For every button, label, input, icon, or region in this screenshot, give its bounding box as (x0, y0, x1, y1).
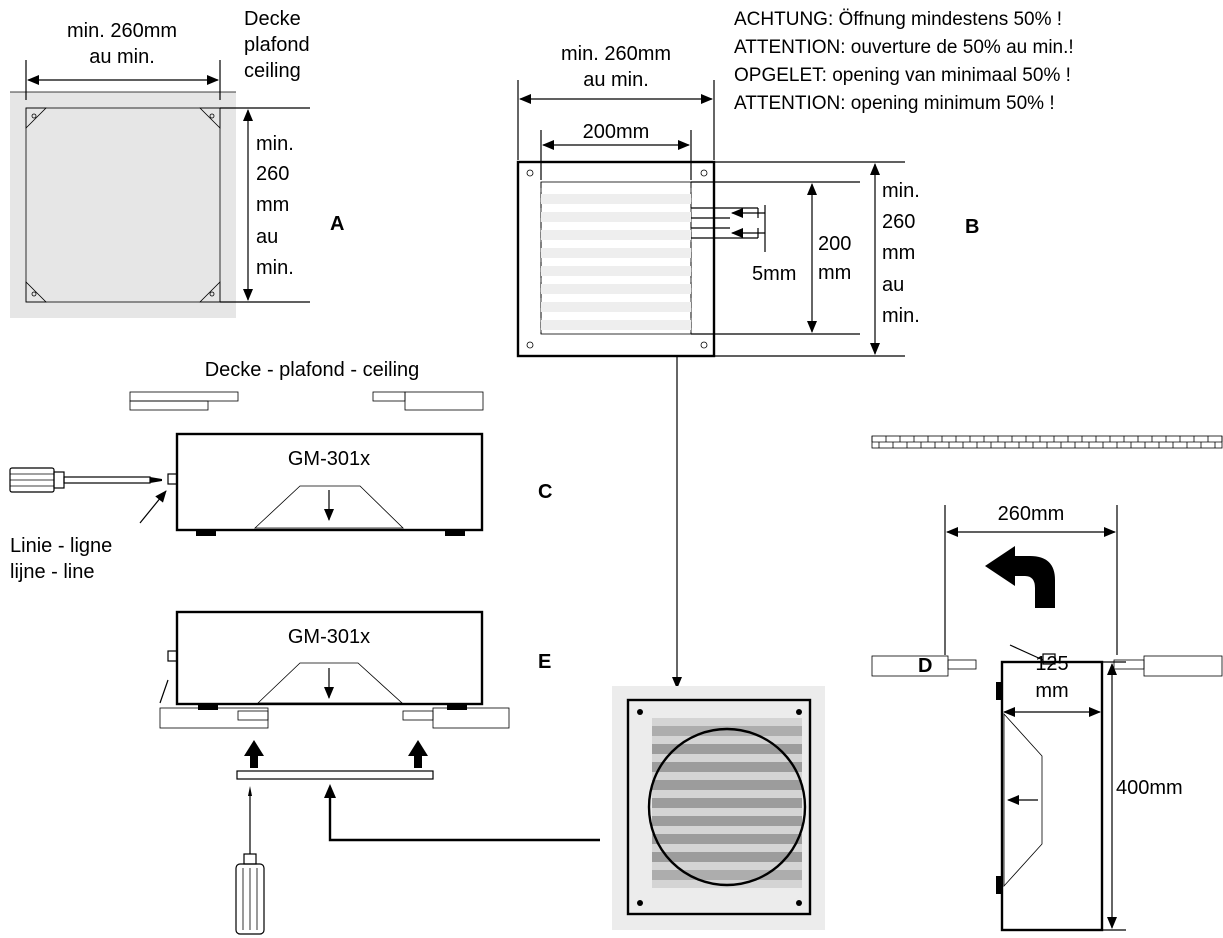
panel-d-foot-bottom (996, 876, 1002, 894)
grille-frame (626, 698, 812, 916)
panel-c-speaker-cone (253, 485, 404, 529)
panel-e-from-grille-line (328, 798, 600, 842)
panel-d-depth-text-2: mm (1035, 680, 1068, 702)
panel-a-height-text-3: mm (256, 194, 289, 216)
panel-d-brick-ceiling (871, 435, 1223, 449)
panel-b-outer-width-text: min. 260mm (561, 43, 671, 65)
panel-d-speaker-cone (1003, 712, 1043, 888)
panel-b-label: B (965, 216, 979, 238)
panel-c-foot-left (196, 530, 216, 536)
panel-a-cutout (25, 107, 221, 303)
panel-c-terminal (167, 473, 178, 485)
panel-e-frame-bar (236, 770, 434, 780)
panel-a-height-text-5: min. (256, 257, 294, 279)
panel-e-push-arrow-left (244, 740, 264, 768)
panel-a-ceiling-text-2: plafond (244, 34, 310, 56)
panel-c-foot-right (445, 530, 465, 536)
panel-b-inner-height-text-1: 200 (818, 233, 851, 255)
panel-d-insert-arrow (985, 546, 1055, 608)
panel-e-device-label: GM-301x (288, 626, 370, 648)
panel-d-label: D (918, 655, 932, 677)
panel-b-note-4: ATTENTION: opening minimum 50% ! (734, 93, 1055, 114)
panel-d-height-text: 400mm (1116, 777, 1183, 799)
panel-c-ceiling-left (129, 391, 239, 402)
panel-b-note-3: OPGELET: opening van minimaal 50% ! (734, 65, 1071, 86)
panel-c-line-text-2: lijne - line (10, 561, 94, 583)
panel-c-label: C (538, 481, 552, 503)
panel-e-speaker-cone (257, 662, 404, 704)
panel-a-corner-brackets (25, 107, 221, 303)
panel-b-note-2: ATTENTION: ouverture de 50% au min.! (734, 37, 1074, 58)
panel-d: 260mm 125 mm 400mm D (871, 435, 1223, 932)
panel-d-terminal (1042, 653, 1056, 665)
panel-e-from-grille-arrowhead (324, 784, 336, 798)
panel-e: GM-301x E (159, 610, 600, 935)
panel-b-inner-height-text-2: mm (818, 262, 851, 284)
panel-c-ceiling-text: Decke - plafond - ceiling (205, 359, 420, 381)
panel-e-label: E (538, 651, 551, 673)
panel-d-width-text: 260mm (998, 503, 1065, 525)
panel-b-outer-height-text-5: min. (882, 305, 920, 327)
panel-c-ceiling-left-lower (129, 400, 209, 411)
panel-d-ceiling-left (871, 655, 949, 677)
panel-c-device-label: GM-301x (288, 448, 370, 470)
panel-b-outer-height-text-1: min. (882, 180, 920, 202)
screwdriver-icon (9, 467, 162, 493)
panel-c-line-text-1: Linie - ligne (10, 535, 112, 557)
panel-d-ceiling-right (1143, 655, 1223, 677)
panel-a-ceiling-text-1: Decke (244, 8, 301, 30)
panel-e-ceiling-right (432, 707, 510, 729)
panel-a-height-text-1: min. (256, 133, 294, 155)
panel-b-screw-holes (526, 169, 708, 349)
panel-a-ceiling-text-3: ceiling (244, 60, 301, 82)
panel-d-ceiling-right-lip (1113, 659, 1145, 670)
grille-screws (637, 709, 802, 906)
panel-a-height-text-4: au (256, 226, 278, 248)
panel-e-foot-left (198, 704, 218, 710)
panel-a-width-text-2: au min. (89, 46, 155, 68)
panel-e-ceiling-right-lip (402, 710, 434, 721)
panel-b-outer-height-text-4: au (882, 274, 904, 296)
panel-e-foot-right (447, 704, 467, 710)
panel-c: Decke - plafond - ceiling GM-301x Linie … (9, 359, 552, 583)
panel-b-slats (541, 194, 691, 330)
panel-a-background (10, 92, 236, 318)
panel-a-height-text-2: 260 (256, 163, 289, 185)
panel-d-wire (1009, 644, 1044, 661)
panel-a-width-text: min. 260mm (67, 20, 177, 42)
panel-b-plate (516, 160, 716, 358)
panel-b-outer-height-text-2: 260 (882, 211, 915, 233)
grille-speaker-ring (647, 727, 807, 887)
panel-e-terminal (167, 650, 178, 662)
panel-e-ceiling-left-lip (237, 710, 269, 721)
grille-panel (612, 686, 825, 930)
panel-e-push-arrow-right (408, 740, 428, 768)
panel-c-line-leader (139, 490, 167, 524)
panel-b-note-1: ACHTUNG: Öffnung mindestens 50% ! (734, 9, 1062, 30)
panel-b-slot-text: 5mm (752, 263, 796, 285)
panel-b: min. 260mm au min. 200mm 5mm 200 mm min.… (516, 9, 1074, 689)
panel-d-foot-top (996, 682, 1002, 700)
panel-d-device-body (1000, 660, 1104, 932)
panel-d-ceiling-left-lip (947, 659, 977, 670)
panel-c-ceiling-right (372, 391, 406, 402)
panel-c-ceiling-right-lower (404, 391, 484, 411)
panel-e-wire (159, 679, 169, 704)
panel-b-outer-width-text-2: au min. (583, 69, 649, 91)
panel-a: min. 260mm au min. Decke plafond ceiling… (10, 8, 344, 318)
panel-d-depth-text-1: 125 (1035, 653, 1068, 675)
panel-b-inner-width-text: 200mm (583, 121, 650, 143)
panel-b-outer-height-text-3: mm (882, 242, 915, 264)
screwdriver-vertical-icon (235, 786, 265, 935)
panel-a-label: A (330, 213, 344, 235)
grille-speaker-visible (652, 726, 802, 880)
